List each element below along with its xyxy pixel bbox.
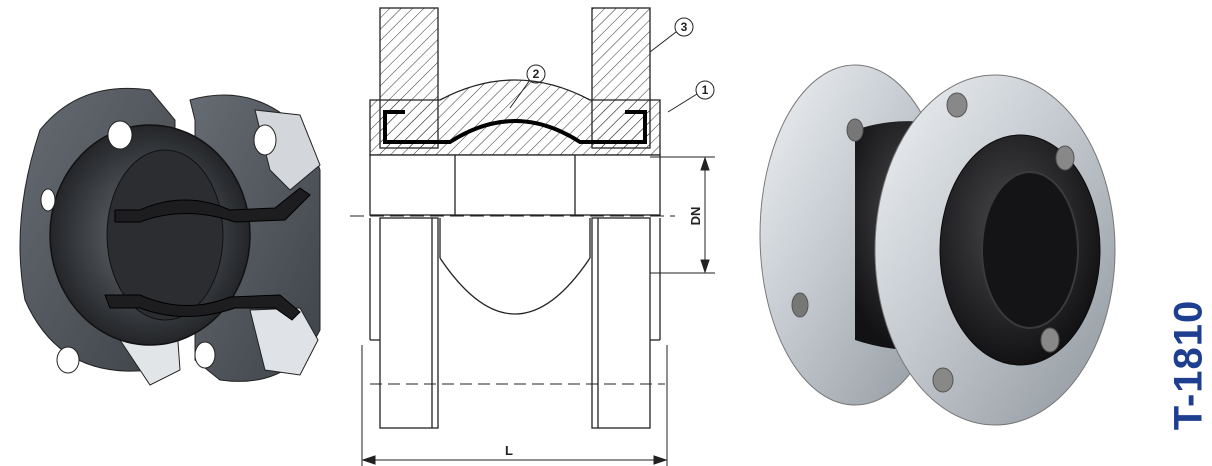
- body-outline: [369, 154, 661, 216]
- bolt-hole: [56, 346, 80, 374]
- bolt-hole: [40, 188, 56, 212]
- bolt-hole: [253, 124, 277, 156]
- dimension-length: L: [505, 443, 513, 458]
- rubber-body-section: [369, 79, 661, 156]
- bolt-hole: [791, 292, 809, 318]
- bolt-hole: [946, 92, 968, 118]
- dimension-nominal-diameter: DN: [688, 207, 703, 226]
- right-flange-leg: [591, 217, 651, 429]
- bolt-hole: [846, 118, 864, 142]
- bellows-bottom-edge: [104, 294, 301, 321]
- bore-throat: [106, 149, 224, 321]
- left-flange-leg: [379, 217, 439, 429]
- callout-3: 3: [681, 20, 688, 34]
- bolt-hole: [194, 341, 216, 369]
- bore-opening: [981, 171, 1079, 329]
- bellows-top-edge: [114, 187, 311, 223]
- callout-2: 2: [533, 67, 540, 81]
- cutaway-render: [19, 87, 321, 386]
- model-code: T-1810: [1166, 299, 1211, 431]
- bolt-hole: [1040, 327, 1060, 353]
- model-code-label: T-1810: [1166, 285, 1212, 445]
- bore-arc: [439, 257, 591, 315]
- bolt-hole: [1055, 145, 1075, 171]
- bolt-hole: [932, 367, 954, 393]
- bolt-hole: [107, 120, 133, 150]
- callout-1: 1: [702, 83, 709, 97]
- reinforcement-cord: [383, 110, 647, 144]
- product-photo: [759, 64, 1116, 426]
- technical-drawing: DN L 2 1 3: [350, 7, 715, 466]
